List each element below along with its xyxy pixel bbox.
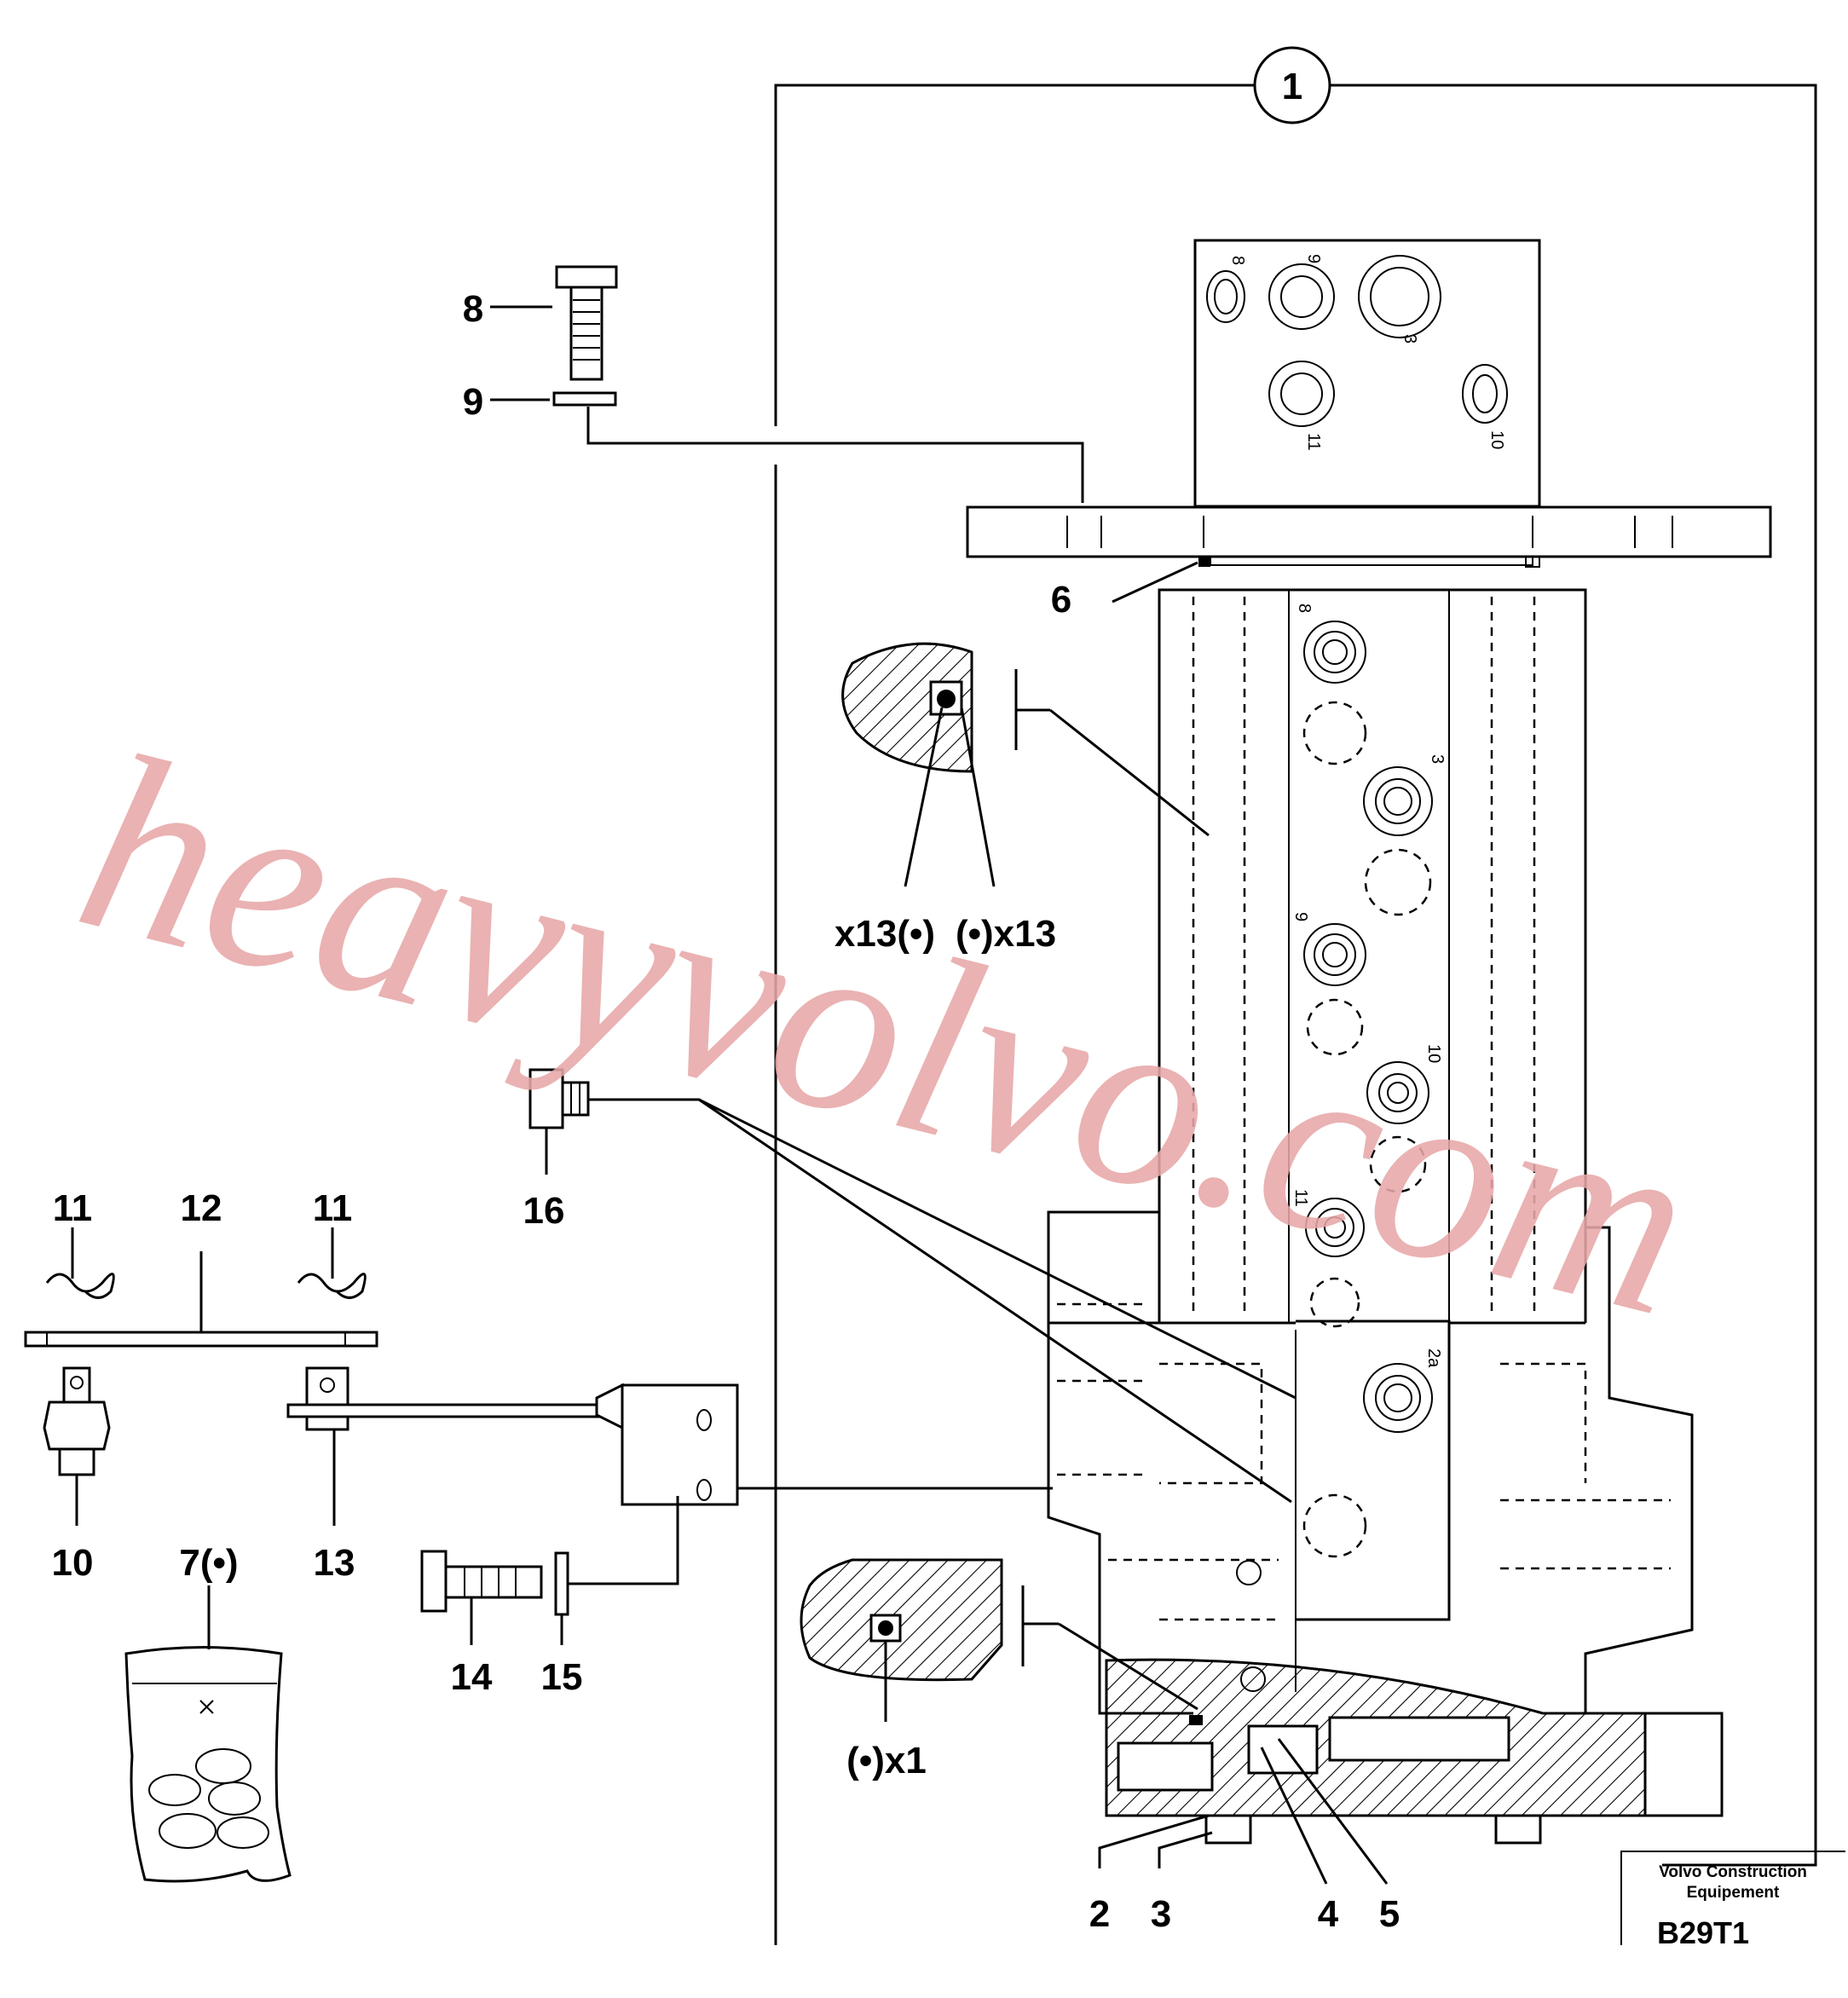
- port-mark-body-3: 3: [1428, 754, 1447, 764]
- port-mark-body-2a: 2a: [1424, 1348, 1443, 1368]
- drawing-code: B29T1: [1657, 1915, 1749, 1950]
- part-sensor-10: [43, 1366, 111, 1526]
- callout-16: 16: [523, 1190, 565, 1232]
- seal-note-upper-left: x13(•): [834, 913, 935, 955]
- callout-2: 2: [1089, 1893, 1110, 1935]
- callout-8: 8: [463, 288, 483, 330]
- callout-6: 6: [1051, 579, 1071, 621]
- part-washer-15: [554, 1551, 569, 1645]
- top-port-block: 8 9 3 11 10: [1193, 239, 1541, 508]
- title-company-line2: Equipement: [1687, 1884, 1780, 1902]
- assembly-callout-1: 1: [1282, 66, 1302, 107]
- part-washer-9: [490, 391, 1084, 503]
- assembly-bracket: 1: [774, 46, 1817, 1945]
- part-clip-11-right: [297, 1227, 367, 1299]
- base-plate: [1105, 1658, 1724, 1845]
- callout-12: 12: [181, 1187, 222, 1229]
- seal-note-upper-right: (•)x13: [956, 913, 1056, 955]
- callout-5: 5: [1379, 1893, 1400, 1935]
- callout-7: 7(•): [179, 1542, 238, 1584]
- part-clip-11-left: [45, 1227, 115, 1299]
- callout-4: 4: [1318, 1893, 1339, 1935]
- part-bag-7: [124, 1585, 292, 1883]
- title-block: Volvo Construction Equipement B29T1: [1620, 1851, 1845, 1950]
- assembly-callout-circle: [1253, 46, 1331, 124]
- callout-3: 3: [1151, 1893, 1171, 1935]
- title-company-line1: Volvo Construction: [1659, 1863, 1807, 1881]
- port-mark-top-3: 3: [1400, 334, 1419, 344]
- callout-15: 15: [541, 1656, 583, 1698]
- callout-11-right: 11: [313, 1187, 353, 1229]
- part-16: [528, 1068, 1296, 1504]
- port-mark-body-11: 11: [1291, 1189, 1310, 1207]
- callout-10: 10: [52, 1542, 94, 1584]
- port-mark-body-9: 9: [1291, 912, 1310, 921]
- callout-11-left: 11: [53, 1187, 93, 1229]
- port-mark-body-10: 10: [1424, 1044, 1443, 1063]
- port-mark-top-8: 8: [1228, 256, 1247, 265]
- port-mark-body-8: 8: [1295, 603, 1314, 613]
- flange-plate: [966, 505, 1772, 568]
- callout-14: 14: [451, 1656, 493, 1698]
- part-bolt-14: [420, 1550, 543, 1645]
- valve-body: 8 3 9 10 11 2a: [1047, 588, 1694, 1715]
- part-bolt-8: [490, 265, 618, 381]
- port-mark-top-9: 9: [1304, 254, 1323, 263]
- part-plate-12: [24, 1251, 378, 1348]
- port-mark-top-10: 10: [1487, 430, 1506, 449]
- seal-detail-upper: x13(•) (•)x13: [834, 642, 1210, 955]
- part-connector-13: [286, 1366, 1053, 1585]
- seal-detail-lower: (•)x1: [800, 1558, 1198, 1781]
- callout-9: 9: [463, 381, 483, 423]
- callout-13: 13: [314, 1542, 355, 1584]
- port-mark-top-11: 11: [1304, 433, 1323, 451]
- seal-note-lower: (•)x1: [846, 1740, 927, 1781]
- leader-6: [1112, 561, 1198, 603]
- lower-leaders: [1098, 1738, 1389, 1885]
